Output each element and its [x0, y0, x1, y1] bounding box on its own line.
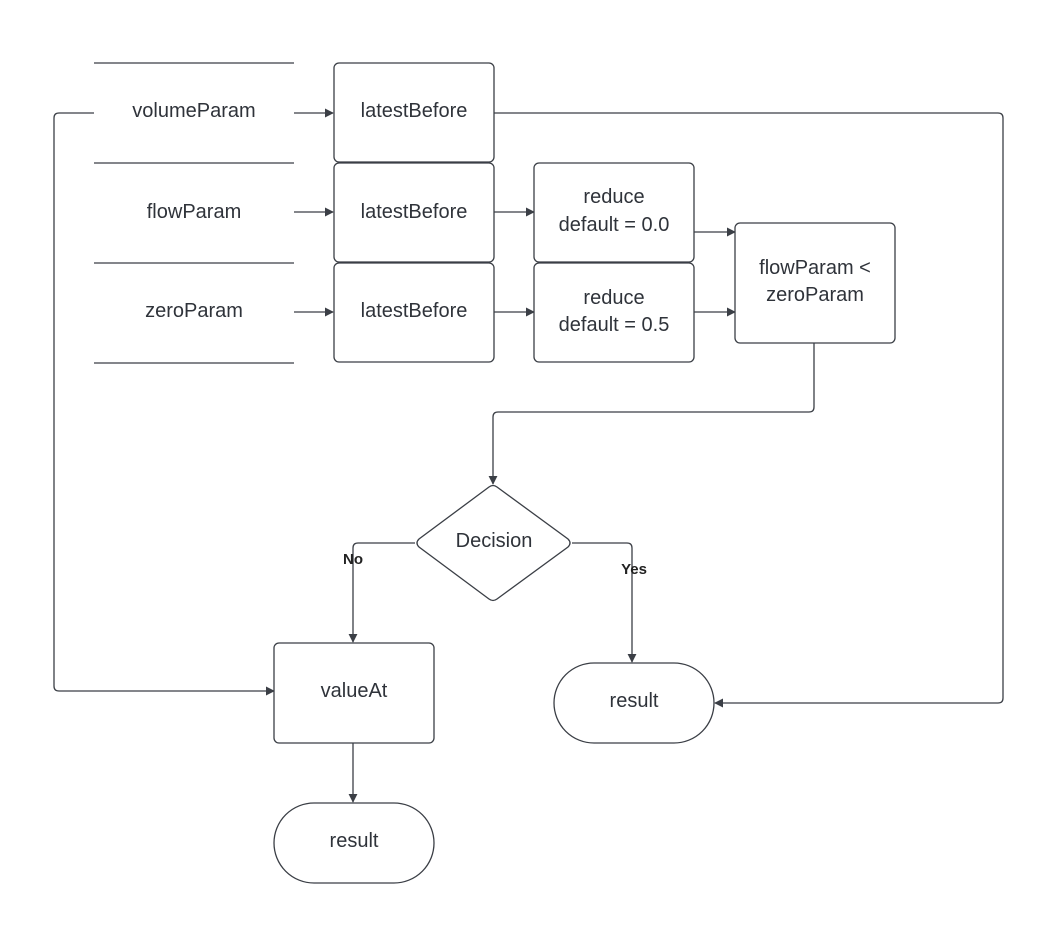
node-box [333, 162, 495, 263]
node-label: latestBefore [361, 201, 468, 223]
input-flow-param[interactable]: flowParam [147, 201, 241, 223]
decision-diamond [416, 484, 571, 602]
reduce-zero-node[interactable]: reduce default = 0.5 [533, 262, 695, 363]
connector-latest-volume-to-result [494, 112, 1004, 708]
node-box [273, 642, 435, 744]
result-no-node[interactable]: result [273, 802, 435, 884]
node-box [533, 262, 695, 363]
terminator-shape [553, 662, 715, 744]
edge-label-yes: Yes [621, 561, 647, 578]
node-label-line2: zeroParam [766, 284, 864, 306]
node-box [533, 162, 695, 263]
node-label-line2: default = 0.0 [559, 214, 670, 236]
terminator-shape [273, 802, 435, 884]
latest-before-volume-node[interactable]: latestBefore [333, 62, 495, 163]
node-label: latestBefore [361, 300, 468, 322]
node-label-line1: reduce [583, 287, 644, 309]
node-label-line2: default = 0.5 [559, 314, 670, 336]
connector-decision-yes [572, 542, 637, 663]
input-dividers [94, 62, 294, 364]
compare-node[interactable]: flowParam < zeroParam [734, 222, 896, 344]
node-box [734, 222, 896, 344]
input-volume-param[interactable]: volumeParam [132, 100, 255, 122]
connector-compare-to-decision [488, 343, 815, 485]
node-label: valueAt [321, 680, 388, 702]
node-label: latestBefore [361, 100, 468, 122]
value-at-node[interactable]: valueAt [273, 642, 435, 744]
node-label: Decision [456, 530, 533, 552]
reduce-flow-node[interactable]: reduce default = 0.0 [533, 162, 695, 263]
connectors [53, 108, 1004, 803]
connector-decision-no [348, 542, 415, 643]
latest-before-flow-node[interactable]: latestBefore [333, 162, 495, 263]
node-label: result [610, 690, 659, 712]
node-label: result [330, 830, 379, 852]
latest-before-zero-node[interactable]: latestBefore [333, 262, 495, 363]
node-box [333, 262, 495, 363]
connector-volume-to-valueat [53, 112, 275, 696]
node-label-line1: reduce [583, 186, 644, 208]
input-zero-param[interactable]: zeroParam [145, 300, 243, 322]
result-yes-node[interactable]: result [553, 662, 715, 744]
edge-label-no: No [343, 551, 363, 568]
node-box [333, 62, 495, 163]
node-label-line1: flowParam < [759, 257, 871, 279]
decision-node[interactable]: Decision [416, 484, 571, 602]
